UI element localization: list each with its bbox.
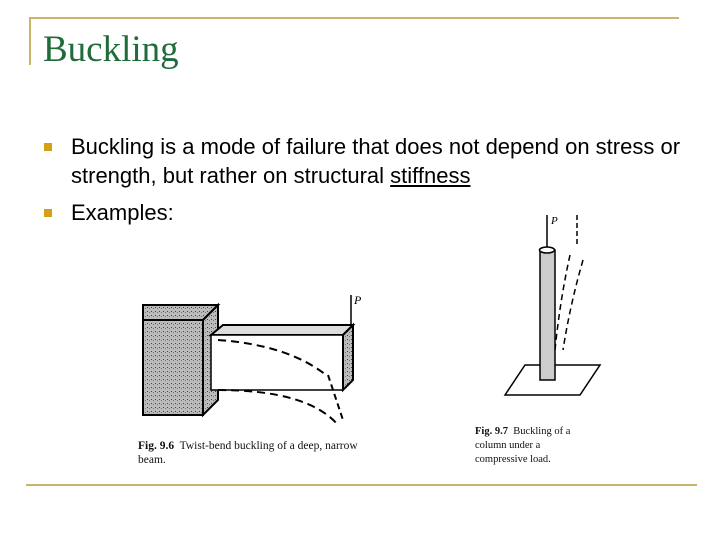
bullet-text: Examples: — [71, 200, 174, 225]
caption-text: Twist-bend buckling of a deep, narrow be… — [138, 440, 358, 466]
bullet-text: Buckling is a mode of failure that does … — [71, 134, 681, 188]
figure-label: Fig. 9.7 — [475, 426, 508, 437]
bullet-list: Buckling is a mode of failure that does … — [44, 132, 684, 235]
figure-label: Fig. 9.6 — [138, 440, 175, 452]
beam-buckling-diagram: P — [142, 293, 362, 426]
figure-column: P Fig. 9.7 Buckling of a column under a … — [475, 210, 615, 475]
bullet-item: Examples: — [44, 198, 684, 227]
title-border-left — [29, 17, 31, 65]
bullet-item: Buckling is a mode of failure that does … — [44, 132, 684, 190]
figure-beam: P Fig. 9.6 Twist-bend buckling of a deep… — [138, 290, 378, 470]
bottom-rule — [26, 484, 697, 486]
column-buckling-diagram: P — [503, 215, 602, 396]
underlined-term: stiffness — [390, 163, 471, 188]
svg-text:P: P — [550, 215, 558, 227]
figure-caption: Fig. 9.6 Twist-bend buckling of a deep, … — [138, 439, 368, 467]
svg-text:P: P — [353, 293, 362, 307]
figure-caption: Fig. 9.7 Buckling of a column under a co… — [475, 425, 585, 467]
title-border-top — [29, 17, 679, 19]
bullet-square-icon — [44, 143, 52, 151]
slide-title: Buckling — [43, 29, 179, 70]
bullet-square-icon — [44, 209, 52, 217]
caption-text: Buckling of a column under a compressive… — [475, 426, 571, 465]
